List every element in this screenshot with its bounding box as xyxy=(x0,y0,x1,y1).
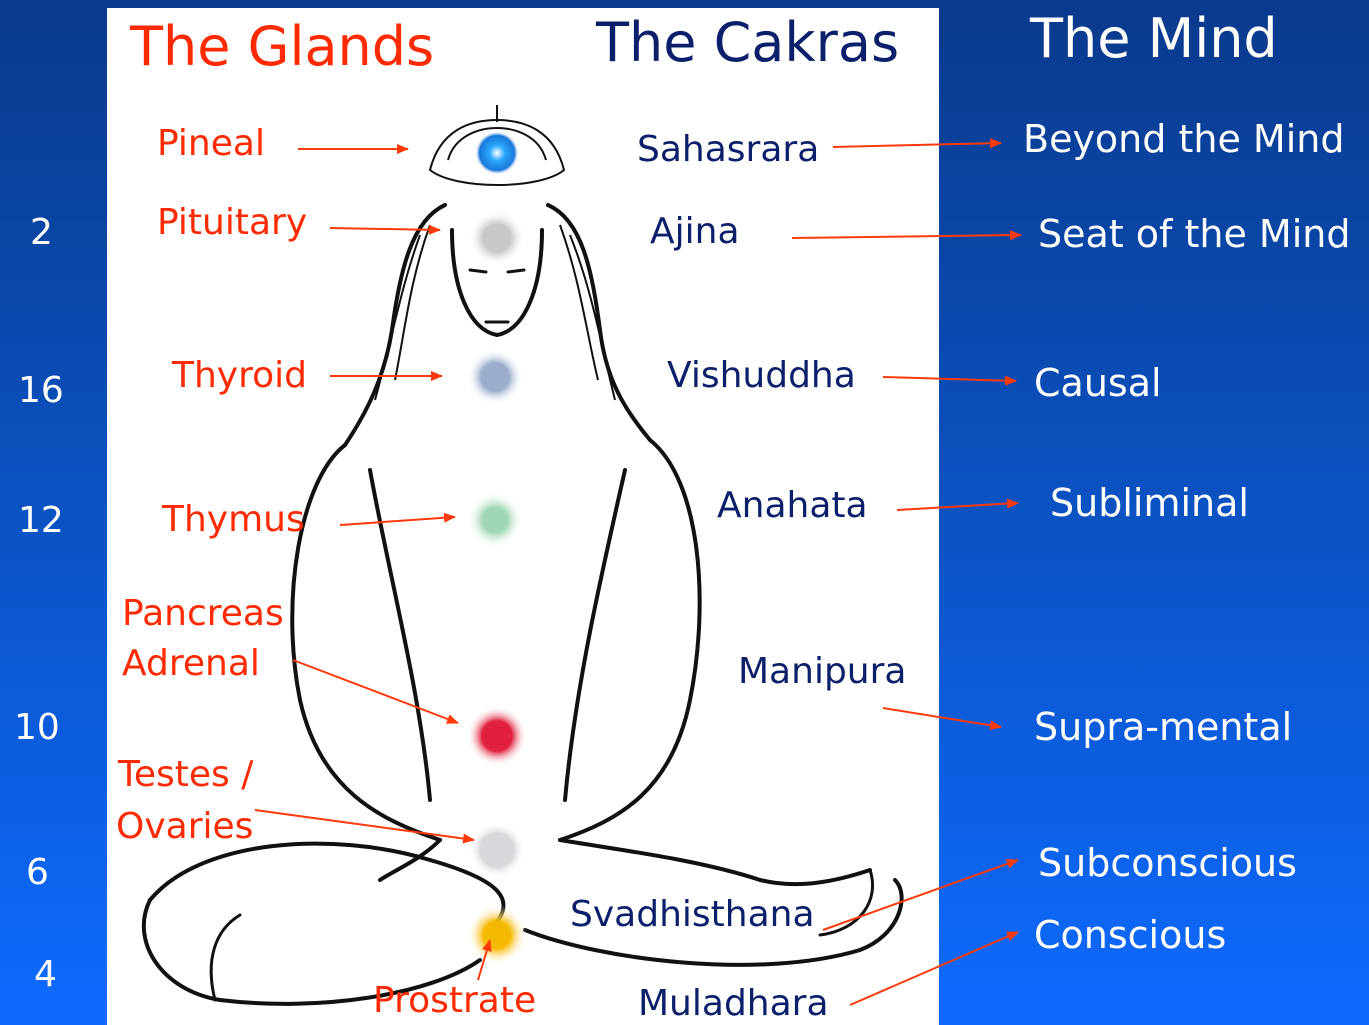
heading-cakras: The Cakras xyxy=(596,16,899,70)
cakra-vishuddha: Vishuddha xyxy=(667,358,856,394)
petal-count-svadhisthana: 6 xyxy=(26,855,49,891)
gland-thyroid: Thyroid xyxy=(172,358,307,394)
gland-ovaries: Ovaries xyxy=(116,809,253,845)
svadhisthana-dot xyxy=(469,822,525,878)
arrow-svadhisthana xyxy=(823,860,1018,930)
vishuddha-dot xyxy=(467,349,523,405)
cakra-muladhara: Muladhara xyxy=(638,986,829,1022)
petal-count-anahata: 12 xyxy=(18,503,64,539)
mind-causal: Causal xyxy=(1034,364,1162,402)
muladhara-dot xyxy=(467,905,527,965)
cakra-ajina: Ajina xyxy=(650,214,740,250)
arrow-manipura xyxy=(883,708,1001,727)
petal-count-manipura: 10 xyxy=(14,710,60,746)
cakra-manipura: Manipura xyxy=(738,654,906,690)
mind-conscious: Conscious xyxy=(1034,916,1226,954)
arrow-sahasrara xyxy=(833,143,1001,147)
anahata-dot xyxy=(467,492,523,548)
heading-glands: The Glands xyxy=(130,20,434,74)
arrow-ajina xyxy=(792,235,1021,238)
gland-adrenal: Adrenal xyxy=(122,646,260,682)
arrow-testes-ovaries xyxy=(255,810,474,840)
mind-seat: Seat of the Mind xyxy=(1038,215,1350,253)
arrow-pituitary xyxy=(330,228,440,230)
petal-count-vishuddha: 16 xyxy=(18,373,64,409)
ajina-dot xyxy=(469,210,525,266)
sahasrara-dot xyxy=(475,131,519,175)
mind-supra: Supra-mental xyxy=(1034,708,1292,746)
arrow-anahata xyxy=(897,503,1018,510)
cakra-svadhisthana: Svadhisthana xyxy=(570,897,815,933)
gland-prostrate: Prostrate xyxy=(373,983,536,1019)
gland-thymus: Thymus xyxy=(162,502,305,538)
arrow-thymus xyxy=(340,517,455,525)
cakra-sahasrara: Sahasrara xyxy=(637,132,819,168)
heading-mind: The Mind xyxy=(1030,12,1278,66)
mind-subconscious: Subconscious xyxy=(1038,844,1297,882)
cakra-anahata: Anahata xyxy=(717,488,868,524)
arrow-pancreas-adrenal xyxy=(293,660,458,723)
petal-count-ajina: 2 xyxy=(30,215,53,251)
arrow-vishuddha xyxy=(883,377,1016,381)
gland-pancreas: Pancreas xyxy=(122,596,284,632)
gland-testes: Testes / xyxy=(118,757,253,793)
petal-count-muladhara: 4 xyxy=(34,957,57,993)
mind-subliminal: Subliminal xyxy=(1050,484,1249,522)
gland-pineal: Pineal xyxy=(157,126,265,162)
manipura-dot xyxy=(467,706,527,766)
gland-pituitary: Pituitary xyxy=(157,205,307,241)
mind-beyond: Beyond the Mind xyxy=(1023,120,1344,158)
